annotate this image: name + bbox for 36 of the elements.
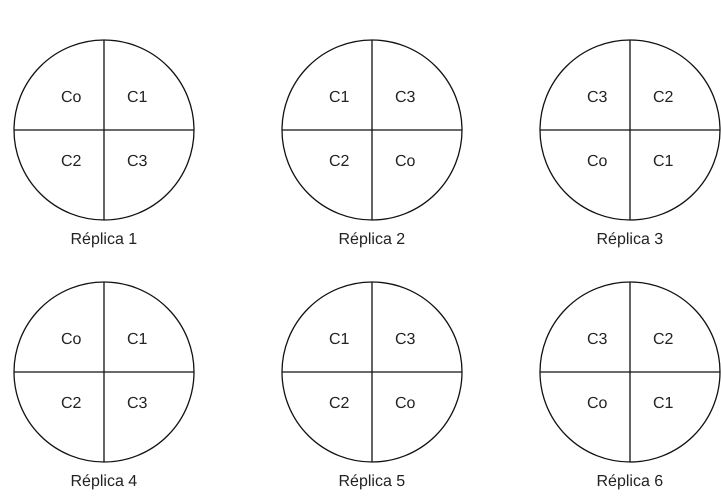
circle-caption: Réplica 2 [338, 231, 406, 249]
quadrant-label: C1 [653, 153, 674, 171]
divided-circle [13, 39, 195, 221]
quadrant-label: C2 [653, 331, 674, 349]
circle-caption: Réplica 1 [70, 231, 138, 249]
quadrant-label: Co [395, 395, 416, 413]
quadrant-label: Co [395, 153, 416, 171]
quadrant-label: Co [61, 89, 82, 107]
quadrant-label: C2 [61, 153, 82, 171]
circle-caption: Réplica 4 [70, 473, 138, 491]
circle-caption: Réplica 6 [596, 473, 664, 491]
quadrant-label: C3 [127, 153, 148, 171]
divided-circle [281, 281, 463, 463]
quadrant-label: C1 [329, 331, 350, 349]
quadrant-label: C3 [127, 395, 148, 413]
quadrant-label: C3 [587, 331, 608, 349]
quadrant-label: C3 [587, 89, 608, 107]
quadrant-label: C2 [653, 89, 674, 107]
quadrant-label: C2 [329, 153, 350, 171]
quadrant-label: C3 [395, 331, 416, 349]
quadrant-label: C1 [653, 395, 674, 413]
quadrant-label: C1 [329, 89, 350, 107]
divided-circle [281, 39, 463, 221]
quadrant-label: C2 [61, 395, 82, 413]
divided-circle [539, 281, 721, 463]
quadrant-label: Co [587, 395, 608, 413]
quadrant-label: Co [587, 153, 608, 171]
quadrant-label: C1 [127, 331, 148, 349]
divided-circle [13, 281, 195, 463]
quadrant-label: Co [61, 331, 82, 349]
divided-circle [539, 39, 721, 221]
quadrant-label: C1 [127, 89, 148, 107]
quadrant-label: C2 [329, 395, 350, 413]
quadrant-label: C3 [395, 89, 416, 107]
circle-caption: Réplica 5 [338, 473, 406, 491]
circle-caption: Réplica 3 [596, 231, 664, 249]
